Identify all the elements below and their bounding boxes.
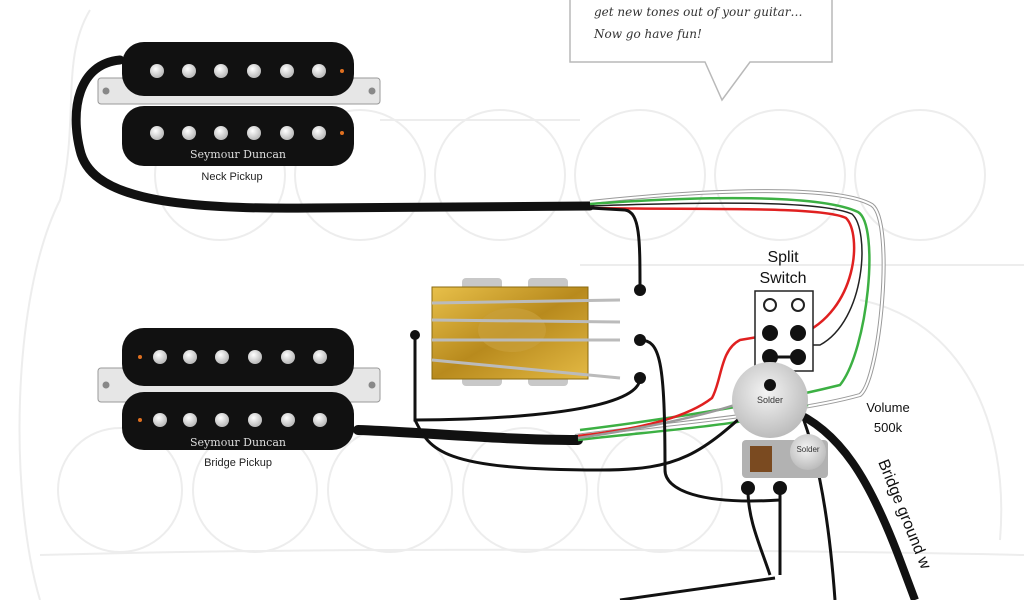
bridge-pickup-brand: Seymour Duncan: [190, 436, 286, 449]
split-switch: Split Switch: [754, 249, 814, 372]
switch-solder-points: [410, 284, 646, 384]
neck-pickup-brand: Seymour Duncan: [190, 148, 286, 161]
bridge-pickup: Seymour Duncan Bridge Pickup: [97, 328, 381, 469]
neck-harness-wires: [574, 189, 886, 438]
speech-line-1: get new tones out of your guitar…: [594, 5, 803, 19]
neck-pickup: Seymour Duncan Neck Pickup: [97, 42, 381, 183]
speech-line-2: Now go have fun!: [593, 27, 702, 41]
volume-label-2: 500k: [874, 420, 903, 435]
guitar-body-outline: [18, 9, 1024, 600]
bridge-pole-pieces-bottom: [138, 413, 327, 427]
bridge-pickup-cable: [353, 425, 583, 445]
split-switch-label-1: Split: [767, 249, 799, 266]
neck-pickup-cable: [71, 55, 595, 213]
neck-pickup-caption: Neck Pickup: [201, 171, 262, 183]
volume-solder-bottom: Solder: [796, 445, 819, 454]
speech-bubble: get new tones out of your guitar… Now go…: [569, 0, 833, 102]
neck-pole-pieces-bottom: [150, 126, 344, 140]
pickup-selector-switch: [410, 278, 646, 386]
volume-pot: Solder Solder Volume 500k: [732, 362, 910, 495]
switch-lugs: [431, 298, 621, 380]
volume-label-1: Volume: [866, 400, 909, 415]
neck-pole-pieces-top: [150, 64, 344, 78]
volume-solder-top: Solder: [757, 395, 783, 405]
split-switch-label-2: Switch: [759, 270, 806, 287]
black-jumper-wires: [413, 206, 919, 600]
bridge-pickup-caption: Bridge Pickup: [204, 457, 272, 469]
bridge-pole-pieces-top: [138, 350, 327, 364]
